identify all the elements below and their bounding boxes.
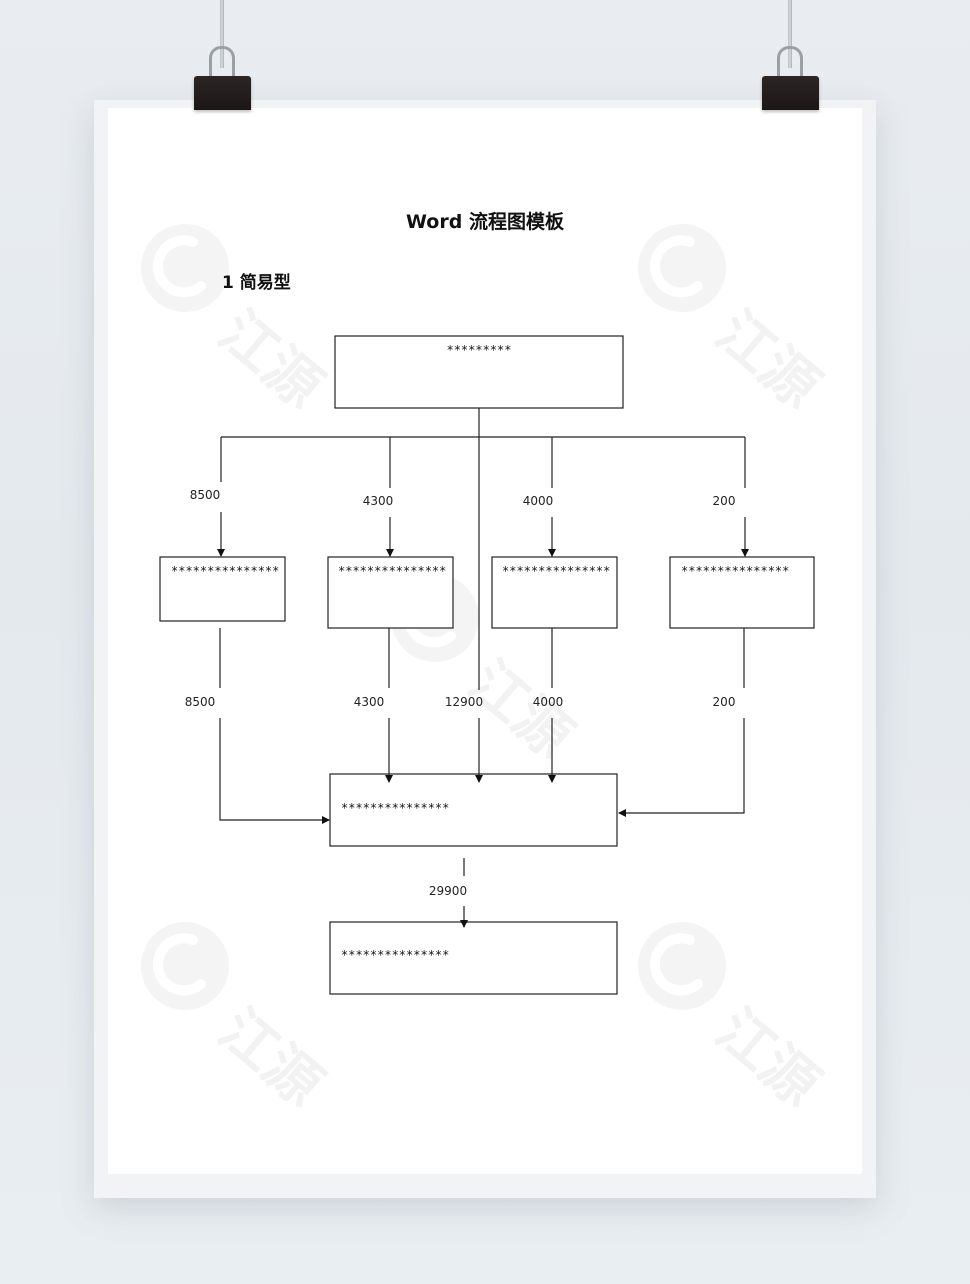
branch-box-text: ***************: [338, 564, 446, 578]
document-page: [108, 108, 862, 1174]
binder-clip-right: [762, 76, 819, 110]
final-box: [329, 921, 618, 995]
edge-label: 4000: [533, 695, 564, 709]
edge-label: 200: [713, 494, 736, 508]
edge-label: 4300: [363, 494, 394, 508]
branch-box: [327, 556, 454, 629]
edge-label: 8500: [190, 488, 221, 502]
edge-label: 8500: [185, 695, 216, 709]
watermark-logo: 江源: [638, 224, 831, 420]
arrow: [219, 718, 330, 824]
watermark-logo: 江源: [141, 224, 334, 420]
edge-label: 4300: [354, 695, 385, 709]
branch-box: [491, 556, 618, 629]
watermark-logo: 江源: [638, 922, 831, 1118]
watermark-logo: 江源: [141, 922, 334, 1118]
hanging-wire-right: [788, 0, 792, 68]
edge-label: 12900: [445, 695, 483, 709]
binder-clip-handle-right: [777, 46, 803, 84]
section-heading: 1 简易型: [222, 273, 291, 293]
top-box-text: *********: [446, 343, 511, 357]
branch-box: [159, 556, 286, 622]
branch-box: [669, 556, 815, 629]
edge-label: 4000: [523, 494, 554, 508]
branch-box-text: ***************: [502, 564, 610, 578]
merge-box: [329, 773, 618, 847]
branch-box-text: ***************: [681, 564, 789, 578]
binder-clip-handle-left: [209, 46, 235, 84]
document-title: Word 流程图模板: [406, 211, 564, 233]
hanging-wire-left: [220, 0, 224, 68]
edge-label: 29900: [429, 884, 467, 898]
binder-clip-left: [194, 76, 251, 110]
edge-label: 200: [713, 695, 736, 709]
final-box-text: ***************: [341, 948, 449, 962]
branch-box-text: ***************: [171, 564, 279, 578]
merge-box-text: ***************: [341, 801, 449, 815]
arrow: [618, 718, 745, 817]
